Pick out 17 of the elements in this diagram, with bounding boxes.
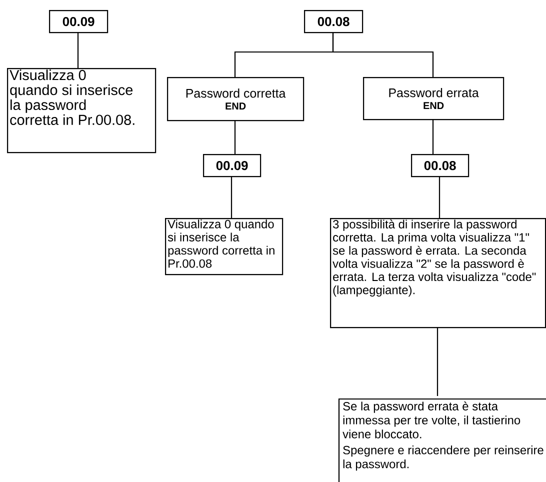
note-box: Se la password errata è stata immessa per tre volte, il tastierino viene bloccato. Spegnere e riaccendere per reinserire la password. [338,398,546,482]
parameter-code-box: 00.09 [203,154,262,178]
connector-line [230,176,232,218]
result-box: Password corretta END [167,77,304,122]
result-box: Password errata END [363,77,504,120]
connector-line [332,32,434,77]
parameter-code-box: 00.09 [49,10,108,34]
note-box: Visualizza 0 quando si inserisce la password corretta in Pr.00.08. [7,68,156,154]
connector-line [436,327,438,396]
note-box: Visualizza 0 quando si inserisce la password corretta in Pr.00.08 [165,218,284,276]
note-box: 3 possibilità di inserire la password corretta. La prima volta visualizza "1" se la password è errata. La seconda volta visualizza "2" se la password è errata. La terza volta visualizza "code" (lampeggiante). [330,218,546,328]
parameter-code-box: 00.08 [304,10,364,34]
connector-line [438,176,440,218]
connector-line [234,120,236,154]
connector-line [432,119,434,154]
parameter-code-box: 00.08 [411,154,470,178]
connector-line [77,32,79,68]
